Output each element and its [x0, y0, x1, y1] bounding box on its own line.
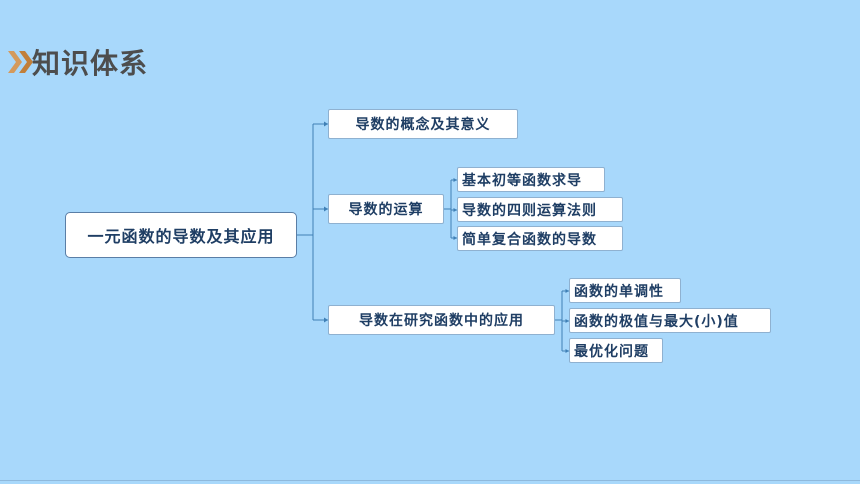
branch-operations-node: 导数的运算 — [328, 194, 444, 224]
double-chevron-icon — [8, 51, 33, 73]
bottom-divider — [0, 480, 860, 481]
leaf-composite-functions: 简单复合函数的导数 — [457, 226, 623, 251]
branch-concept-node: 导数的概念及其意义 — [328, 109, 518, 139]
leaf-extrema: 函数的极值与最大(小)值 — [569, 308, 771, 333]
page-title: 知识体系 — [32, 47, 149, 80]
leaf-arithmetic-rules: 导数的四则运算法则 — [457, 197, 623, 222]
leaf-optimization: 最优化问题 — [569, 338, 663, 363]
root-node: 一元函数的导数及其应用 — [65, 212, 297, 258]
leaf-monotonicity: 函数的单调性 — [569, 278, 681, 303]
section-header: 知识体系 — [8, 40, 148, 84]
leaf-basic-derivatives: 基本初等函数求导 — [457, 167, 605, 192]
branch-applications-node: 导数在研究函数中的应用 — [328, 305, 555, 335]
